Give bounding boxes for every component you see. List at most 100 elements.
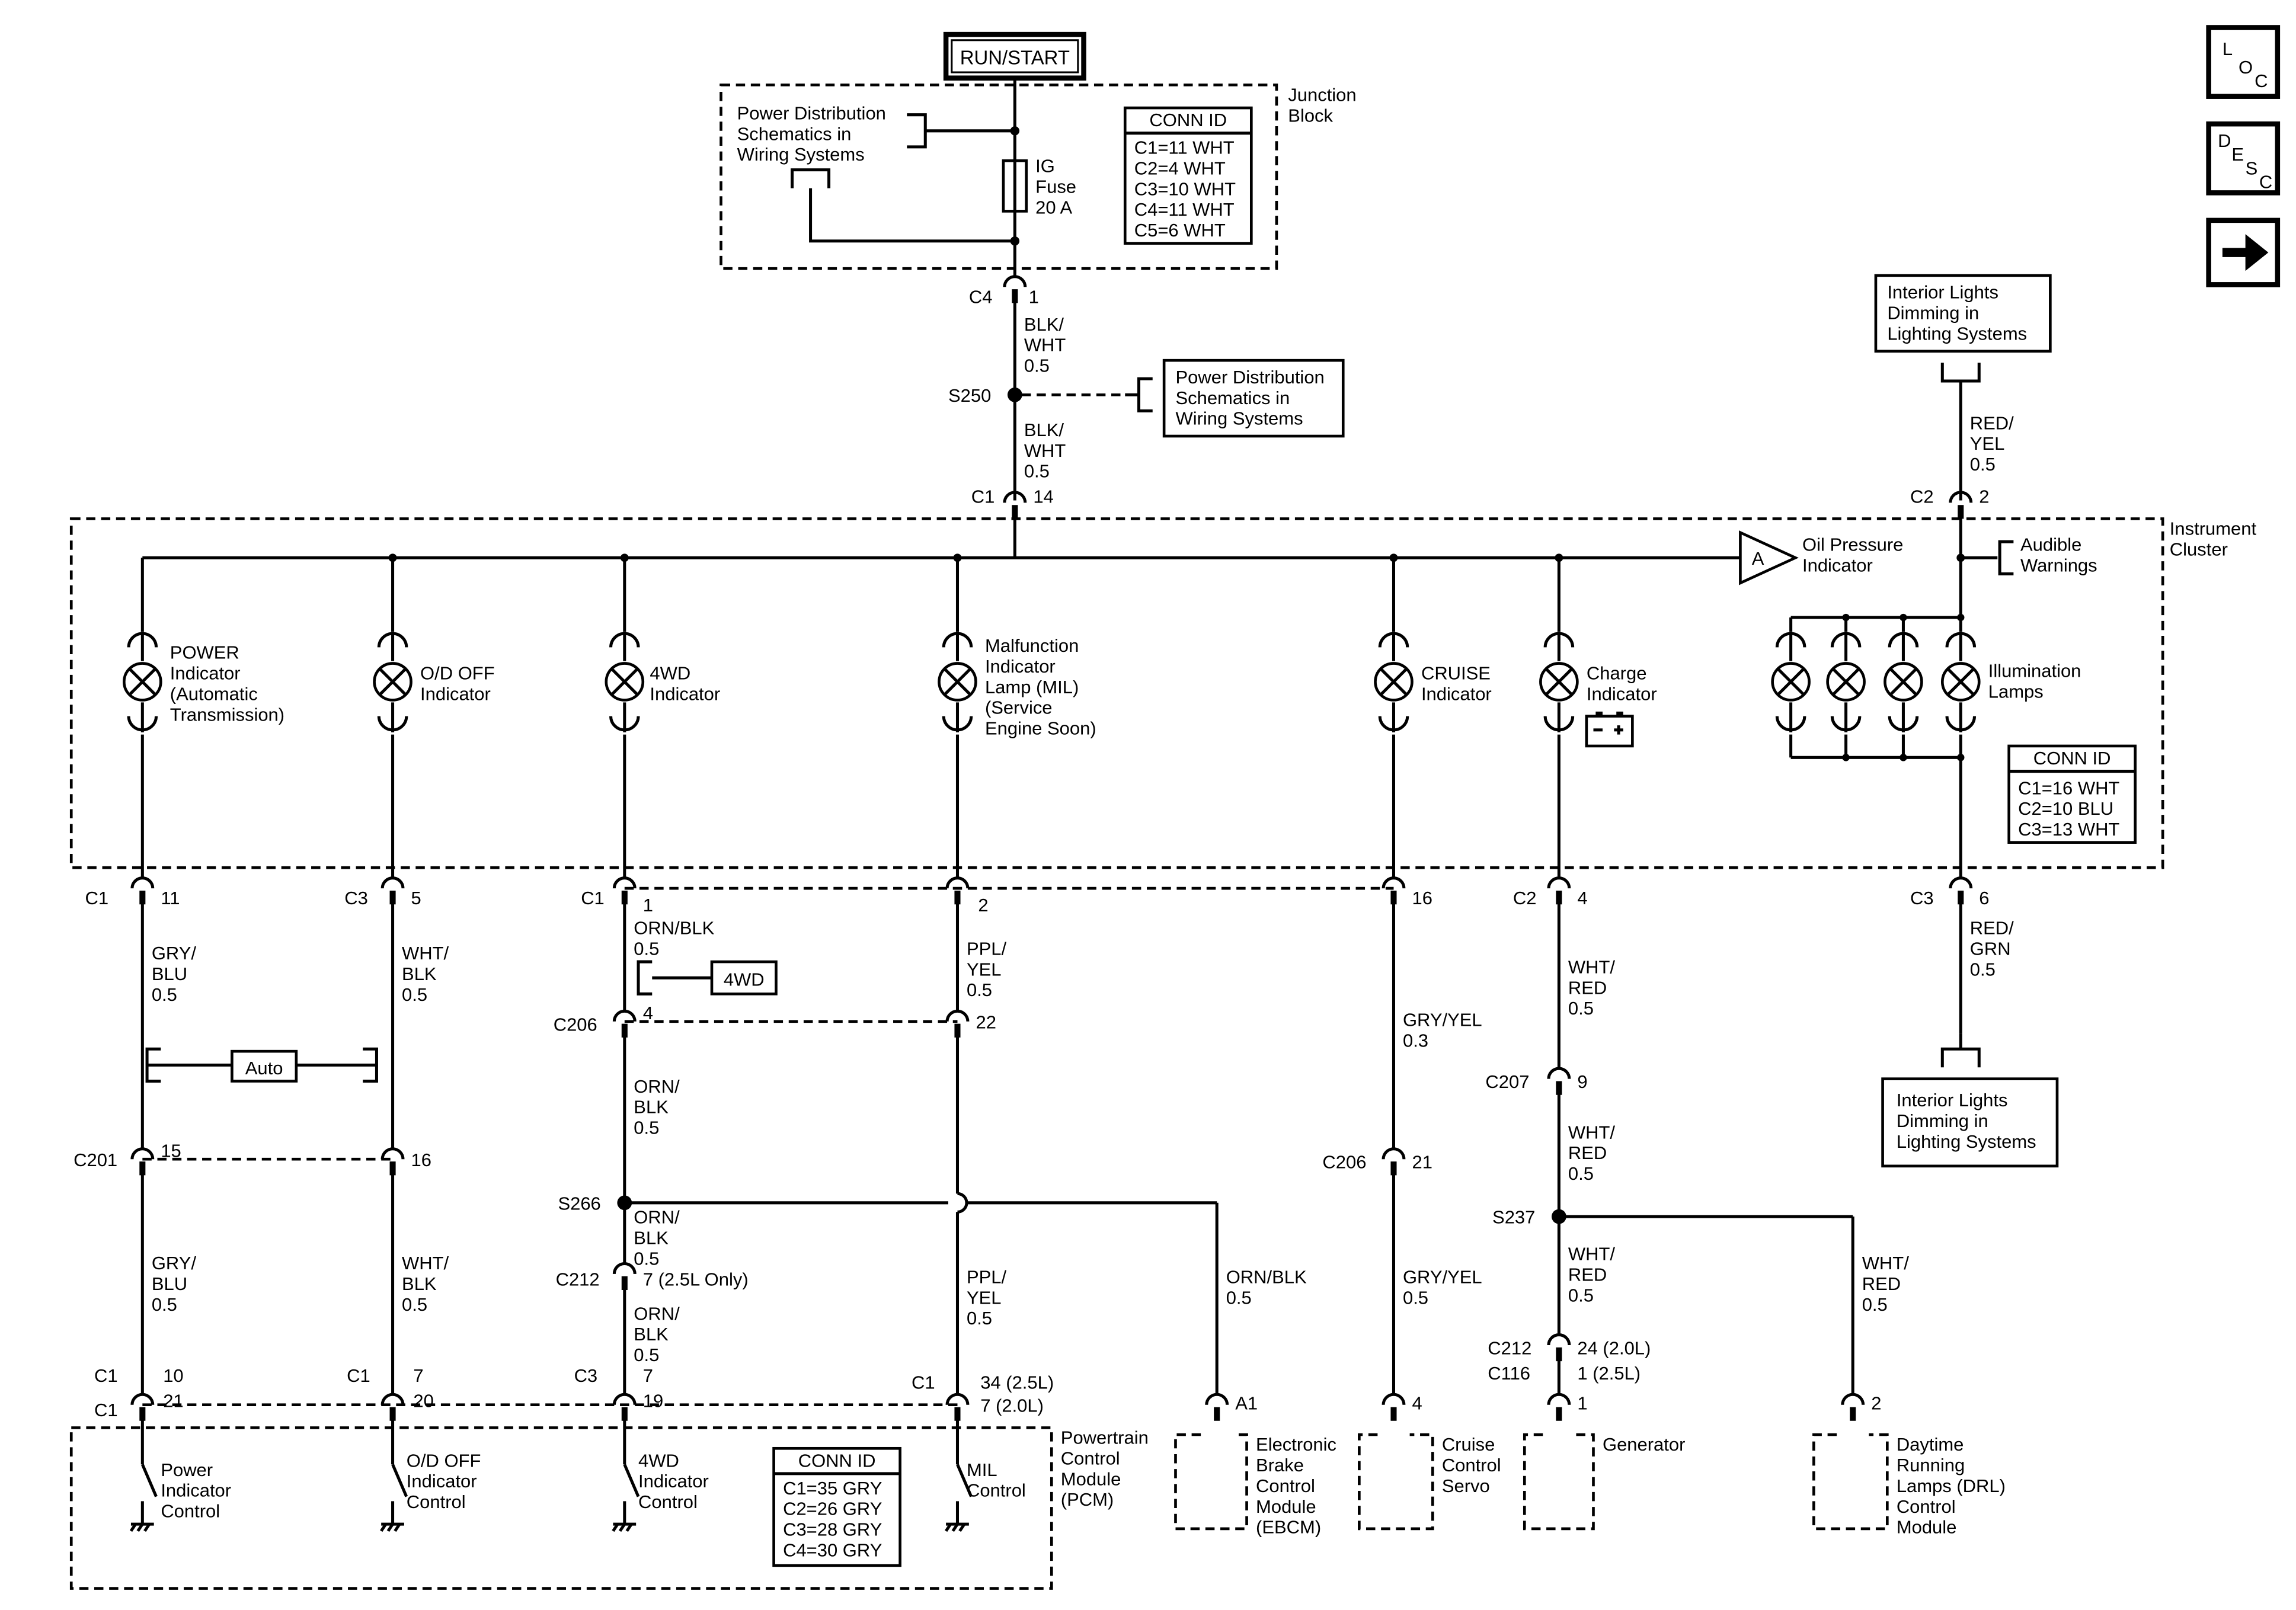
pcm-power-connector xyxy=(130,1393,155,1421)
od-off-indicator-label: O/D OFF Indicator xyxy=(420,663,495,705)
svg-text:C116: C116 xyxy=(1488,1363,1530,1384)
svg-text:Daytime: Daytime xyxy=(1897,1434,1964,1455)
svg-text:ORN/BLK: ORN/BLK xyxy=(634,918,714,939)
battery-icon xyxy=(1585,711,1634,748)
svg-text:Indicator: Indicator xyxy=(650,683,720,704)
svg-text:2: 2 xyxy=(1979,486,1989,507)
svg-text:Malfunction: Malfunction xyxy=(985,635,1079,656)
svg-text:ORN/: ORN/ xyxy=(634,1076,680,1097)
svg-text:Dimming in: Dimming in xyxy=(1887,302,1979,323)
svg-text:RED: RED xyxy=(1568,977,1607,998)
c1-fourwd-connector xyxy=(612,876,637,905)
fourwd-option-box xyxy=(710,960,778,996)
svg-text:C206: C206 xyxy=(554,1014,597,1035)
svg-text:WHT: WHT xyxy=(1024,440,1066,461)
svg-text:1 (2.5L): 1 (2.5L) xyxy=(1577,1363,1641,1384)
illumination-lamp-3 xyxy=(1884,631,1923,732)
od-off-indicator-lamp xyxy=(373,631,412,732)
cluster-conn-id-table: CONN ID C1=16 WHT C2=10 BLU C3=13 WHT xyxy=(2007,744,2137,844)
svg-text:0.5: 0.5 xyxy=(967,980,992,1000)
svg-text:C212: C212 xyxy=(1488,1337,1531,1358)
dimming-ref-bottom[interactable]: Interior Lights Dimming in Lighting Syst… xyxy=(1881,1077,2059,1168)
s250-power-distribution-ref[interactable]: Power Distribution Schematics in Wiring … xyxy=(1162,359,1345,438)
s250-splice xyxy=(1007,387,1022,402)
svg-text:RUN/START: RUN/START xyxy=(960,46,1070,68)
junction-block-outline xyxy=(720,84,1278,270)
loc-button[interactable]: L O C xyxy=(2206,25,2281,99)
pcm-od-control-label: O/D OFF Indicator Control xyxy=(407,1450,481,1512)
svg-text:Power Distribution: Power Distribution xyxy=(1175,367,1324,388)
instrument-cluster-label: Instrument Cluster xyxy=(2170,518,2257,560)
svg-text:S250: S250 xyxy=(948,385,991,406)
dimming-top-labels: RED/ YEL 0.5 C2 2 xyxy=(1910,412,2014,507)
svg-text:C3=28 GRY: C3=28 GRY xyxy=(783,1519,882,1539)
svg-text:C3: C3 xyxy=(344,888,368,908)
c1-power-connector xyxy=(130,876,155,905)
svg-text:C1: C1 xyxy=(94,1400,118,1420)
jb-power-distribution-ref: Power Distribution Schematics in Wiring … xyxy=(737,103,886,165)
od-control-switch xyxy=(380,1464,408,1532)
svg-text:C4=30 GRY: C4=30 GRY xyxy=(783,1539,882,1560)
svg-text:Fuse: Fuse xyxy=(1035,176,1076,197)
next-button[interactable] xyxy=(2206,217,2281,287)
svg-text:16: 16 xyxy=(1412,888,1432,908)
svg-text:Running: Running xyxy=(1897,1455,1965,1475)
feed-labels: C4 1 BLK/ WHT 0.5 S250 BLK/ WHT 0.5 C1 1… xyxy=(948,286,1066,507)
svg-text:YEL: YEL xyxy=(967,959,1002,980)
svg-text:Indicator: Indicator xyxy=(985,656,1056,677)
svg-text:Transmission): Transmission) xyxy=(170,704,284,725)
svg-text:C1: C1 xyxy=(971,486,995,507)
svg-text:C1: C1 xyxy=(581,888,605,908)
svg-text:7 (2.5L Only): 7 (2.5L Only) xyxy=(643,1269,749,1289)
svg-text:YEL: YEL xyxy=(967,1287,1002,1308)
c206-mil-connector xyxy=(945,1009,970,1038)
jb-conn-id-table: CONN ID C1=11 WHT C2=4 WHT C3=10 WHT C4=… xyxy=(1123,106,1253,245)
svg-text:S: S xyxy=(2246,158,2258,178)
svg-text:MIL: MIL xyxy=(967,1459,997,1480)
cruise-circuit-labels: 16 GRY/YEL 0.3 C206 21 GRY/YEL 0.5 4 xyxy=(1322,888,1482,1413)
svg-text:0.5: 0.5 xyxy=(402,1294,427,1315)
svg-text:Oil Pressure: Oil Pressure xyxy=(1802,534,1903,555)
svg-text:C4=11 WHT: C4=11 WHT xyxy=(1134,199,1235,220)
svg-text:(Automatic: (Automatic xyxy=(170,683,258,704)
svg-text:Indicator: Indicator xyxy=(407,1471,477,1491)
svg-text:Interior Lights: Interior Lights xyxy=(1897,1090,2008,1110)
od-circuit-labels: C3 5 WHT/ BLK 0.5 16 WHT/ BLK 0.5 C1 7 2… xyxy=(344,888,449,1411)
svg-text:7: 7 xyxy=(413,1365,423,1386)
svg-text:GRY/: GRY/ xyxy=(152,943,197,964)
svg-text:C1: C1 xyxy=(85,888,108,908)
generator-connector xyxy=(1547,1393,1571,1421)
svg-text:(EBCM): (EBCM) xyxy=(1256,1517,1321,1538)
desc-button[interactable]: D E S C xyxy=(2206,121,2281,196)
pcm-mil-connector xyxy=(945,1393,970,1421)
svg-text:C5=6 WHT: C5=6 WHT xyxy=(1134,220,1226,241)
svg-text:Indicator: Indicator xyxy=(170,663,241,684)
c3-od-connector xyxy=(380,876,405,905)
svg-text:16: 16 xyxy=(411,1150,431,1170)
svg-text:Illumination: Illumination xyxy=(1988,661,2081,681)
svg-text:1: 1 xyxy=(1577,1393,1587,1413)
svg-text:Block: Block xyxy=(1288,105,1333,126)
svg-text:Engine Soon): Engine Soon) xyxy=(985,718,1096,739)
dimming-ref-top[interactable]: Interior Lights Dimming in Lighting Syst… xyxy=(1874,274,2052,353)
svg-text:BLK: BLK xyxy=(402,964,437,984)
svg-text:CONN ID: CONN ID xyxy=(2033,748,2111,769)
svg-text:Wiring Systems: Wiring Systems xyxy=(1175,408,1303,429)
svg-text:WHT/: WHT/ xyxy=(1568,1122,1616,1142)
svg-text:BLK/: BLK/ xyxy=(1024,314,1064,335)
svg-text:CONN ID: CONN ID xyxy=(1149,110,1227,130)
auto-option-box xyxy=(231,1049,298,1083)
pcm-label: Powertrain Control Module (PCM) xyxy=(1061,1427,1149,1510)
c212-c116-connector xyxy=(1547,1333,1571,1362)
cruise-servo-module: Cruise Control Servo xyxy=(1358,1433,1501,1531)
svg-text:19: 19 xyxy=(643,1391,663,1411)
svg-text:C212: C212 xyxy=(556,1269,600,1289)
illumination-lamp-2 xyxy=(1826,631,1866,732)
svg-text:Power: Power xyxy=(161,1459,213,1480)
svg-text:C1: C1 xyxy=(912,1372,935,1393)
svg-text:Instrument: Instrument xyxy=(2170,518,2257,539)
svg-text:7 (2.0L): 7 (2.0L) xyxy=(980,1395,1044,1416)
svg-text:Electronic: Electronic xyxy=(1256,1434,1336,1455)
svg-text:RED: RED xyxy=(1568,1265,1607,1285)
svg-text:POWER: POWER xyxy=(170,642,239,663)
